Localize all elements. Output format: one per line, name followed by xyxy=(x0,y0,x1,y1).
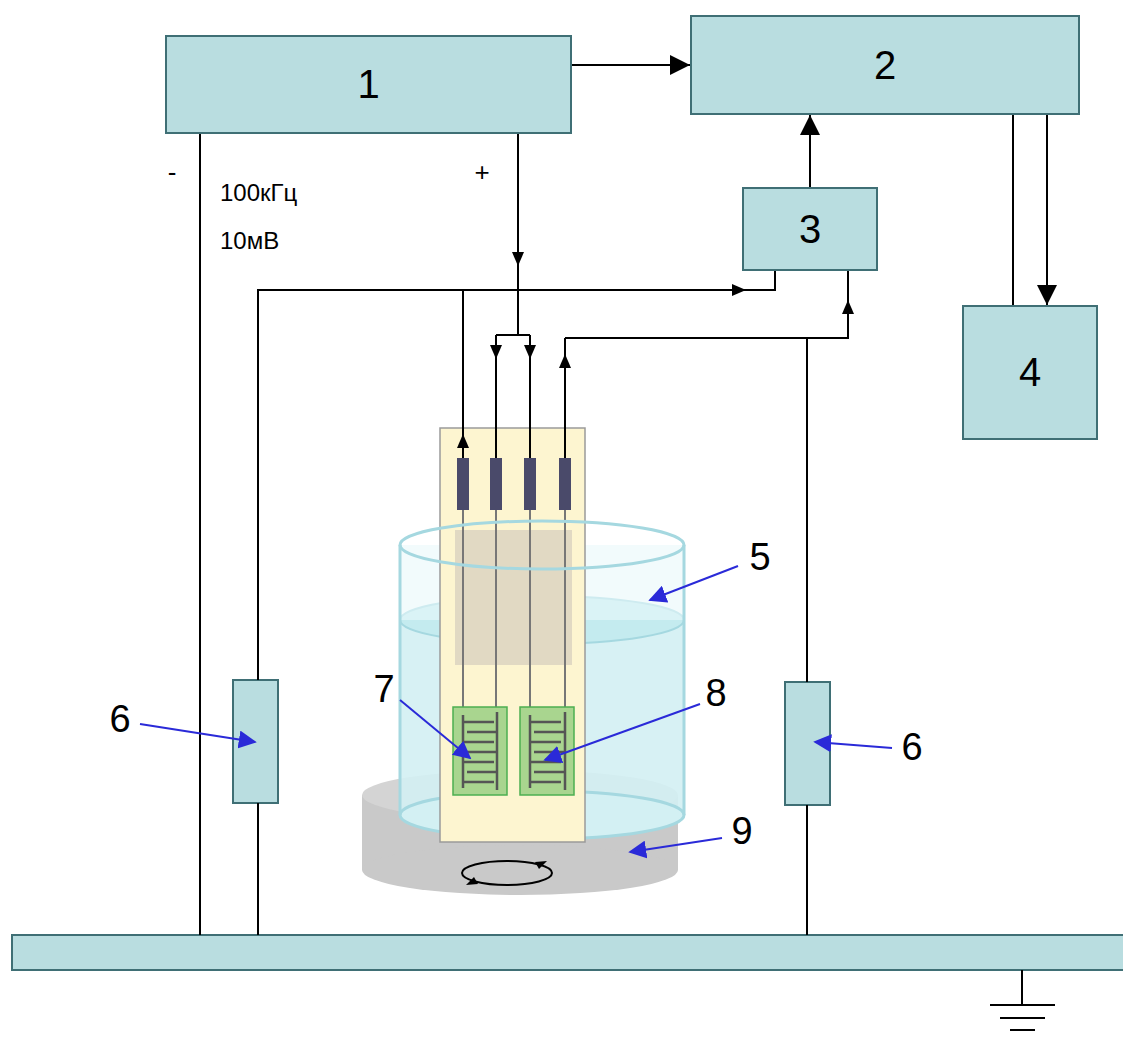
box-number: 1 xyxy=(357,62,379,107)
box-number: 3 xyxy=(799,207,821,252)
polarity-sign: - xyxy=(168,158,177,187)
callout-number: 8 xyxy=(705,673,726,715)
instrument-box: 2 xyxy=(690,15,1080,115)
polarity-sign: + xyxy=(474,158,489,187)
resistor-symbol xyxy=(233,680,278,803)
instrument-box: 1 xyxy=(165,35,572,134)
ground-bus xyxy=(12,935,1123,970)
callout-number: 7 xyxy=(373,669,394,711)
instrument-box: 3 xyxy=(742,187,878,271)
frequency-label: 100кГц xyxy=(220,180,297,206)
callout-number: 6 xyxy=(901,727,922,769)
callout-number: 9 xyxy=(731,811,752,853)
beaker-wall xyxy=(400,545,684,815)
signal-connector xyxy=(809,115,811,187)
box-number: 4 xyxy=(1019,350,1041,395)
amplitude-label: 10мВ xyxy=(220,228,279,254)
sensor-chip xyxy=(440,428,585,842)
callout-number: 6 xyxy=(109,699,130,741)
signal-arrowhead xyxy=(457,252,854,448)
instrument-box: 4 xyxy=(962,305,1098,440)
signal-connector xyxy=(1046,115,1048,305)
callout-number: 5 xyxy=(749,537,770,579)
callout-leader xyxy=(140,566,892,852)
box-number: 2 xyxy=(874,43,896,88)
beaker-rim xyxy=(400,521,684,569)
ground-symbol xyxy=(990,970,1055,1030)
signal-connector xyxy=(572,64,690,66)
signal-connector xyxy=(1012,115,1014,305)
